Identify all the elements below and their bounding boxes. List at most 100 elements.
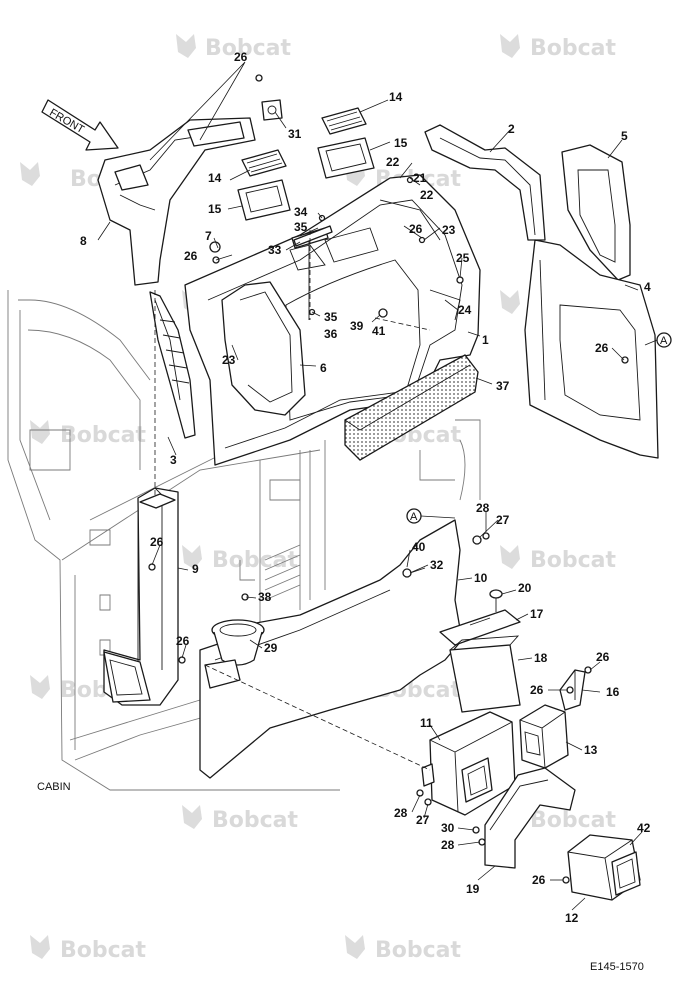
label-19: 19 (466, 882, 480, 896)
label-42: 42 (637, 821, 651, 835)
label-26: 26 (532, 873, 546, 887)
part-37-grille (344, 354, 479, 461)
watermark-2: Bobcat (500, 34, 617, 61)
svg-text:Bobcat: Bobcat (375, 938, 462, 963)
label-26: 26 (596, 650, 610, 664)
label-1: 1 (482, 333, 489, 347)
assembly-lines (154, 230, 431, 771)
part-9-vertical-duct (103, 487, 179, 706)
label-25: 25 (456, 251, 470, 265)
label-4: 4 (644, 280, 651, 294)
label-22: 22 (420, 188, 434, 202)
label-36: 36 (324, 327, 338, 341)
part-15-frame-top (317, 137, 375, 179)
part-13-duct-fitting (519, 704, 569, 769)
label-32: 32 (430, 558, 444, 572)
label-12: 12 (565, 911, 579, 925)
label-26: 26 (150, 535, 164, 549)
label-7: 7 (205, 229, 212, 243)
label-28: 28 (394, 806, 408, 820)
label-41: 41 (372, 324, 386, 338)
part-8-pillar-trim (97, 117, 256, 286)
label-40: 40 (412, 540, 426, 554)
svg-text:Bobcat: Bobcat (530, 548, 617, 573)
label-10: 10 (474, 571, 488, 585)
svg-text:Bobcat: Bobcat (60, 938, 147, 963)
part-labels: 26 31 14 15 2 5 22 21 22 14 15 34 35 33 … (80, 50, 651, 925)
label-18: 18 (534, 651, 548, 665)
label-11: 11 (420, 716, 433, 730)
reference-a-1: A (644, 332, 672, 348)
label-39: 39 (350, 319, 364, 333)
part-14-vent-top (321, 107, 367, 135)
part-6-inner-trim (221, 281, 306, 416)
label-37: 37 (496, 379, 510, 393)
part-11-housing (421, 711, 516, 816)
label-20: 20 (518, 581, 532, 595)
reference-a-2: A (406, 508, 456, 524)
label-2: 2 (508, 122, 515, 136)
svg-text:A: A (410, 511, 418, 523)
label-26: 26 (530, 683, 544, 697)
label-35: 35 (294, 220, 308, 234)
label-23: 23 (222, 353, 236, 367)
watermark-10: Bobcat (500, 545, 617, 573)
part-19-bracket (484, 767, 576, 869)
part-12-outlet (567, 834, 641, 901)
svg-text:A: A (660, 335, 668, 347)
label-29: 29 (264, 641, 278, 655)
label-28: 28 (441, 838, 455, 852)
label-26: 26 (234, 50, 248, 64)
label-38: 38 (258, 590, 272, 604)
figure-code: E145-1570 (590, 961, 644, 973)
label-26: 26 (184, 249, 198, 263)
label-31: 31 (288, 127, 302, 141)
part-18-module (449, 635, 521, 713)
label-23: 23 (442, 223, 456, 237)
svg-text:Bobcat: Bobcat (205, 36, 292, 61)
label-30: 30 (441, 821, 455, 835)
label-8: 8 (80, 234, 87, 248)
label-6: 6 (320, 361, 327, 375)
front-arrow: FRONT (41, 99, 119, 151)
cabin-outline (7, 290, 481, 791)
label-26: 26 (409, 222, 423, 236)
watermark-15: Bobcat (30, 935, 147, 963)
label-24: 24 (458, 303, 472, 317)
label-33: 33 (268, 243, 282, 257)
label-22: 22 (386, 155, 400, 169)
label-15: 15 (394, 136, 408, 150)
part-20-knob (489, 589, 503, 612)
label-34: 34 (294, 205, 308, 219)
screws (148, 74, 629, 884)
svg-text:Bobcat: Bobcat (530, 808, 617, 833)
watermark-16: Bobcat (345, 935, 462, 963)
label-21: 21 (413, 171, 427, 185)
part-17-plate (439, 609, 521, 646)
label-16: 16 (606, 685, 620, 699)
label-35: 35 (324, 310, 338, 324)
svg-text:FRONT: FRONT (47, 107, 86, 136)
label-26: 26 (595, 341, 609, 355)
svg-text:Bobcat: Bobcat (212, 548, 299, 573)
watermark-1: Bobcat (176, 34, 292, 61)
watermark-13: Bobcat (182, 805, 299, 833)
label-28: 28 (476, 501, 490, 515)
svg-text:Bobcat: Bobcat (530, 36, 617, 61)
label-27: 27 (496, 513, 510, 527)
part-4-side-panel (524, 239, 659, 459)
cabin-label: CABIN (37, 781, 71, 793)
part-31-grommet (261, 99, 283, 121)
label-26: 26 (176, 634, 190, 648)
leader-lines (97, 61, 643, 911)
part-5-cover (561, 144, 631, 281)
watermark-7: Bobcat (30, 420, 147, 448)
label-27: 27 (416, 813, 430, 827)
svg-text:Bobcat: Bobcat (212, 808, 299, 833)
label-14: 14 (389, 90, 403, 104)
label-3: 3 (170, 453, 177, 467)
label-17: 17 (530, 607, 544, 621)
label-14: 14 (208, 171, 222, 185)
